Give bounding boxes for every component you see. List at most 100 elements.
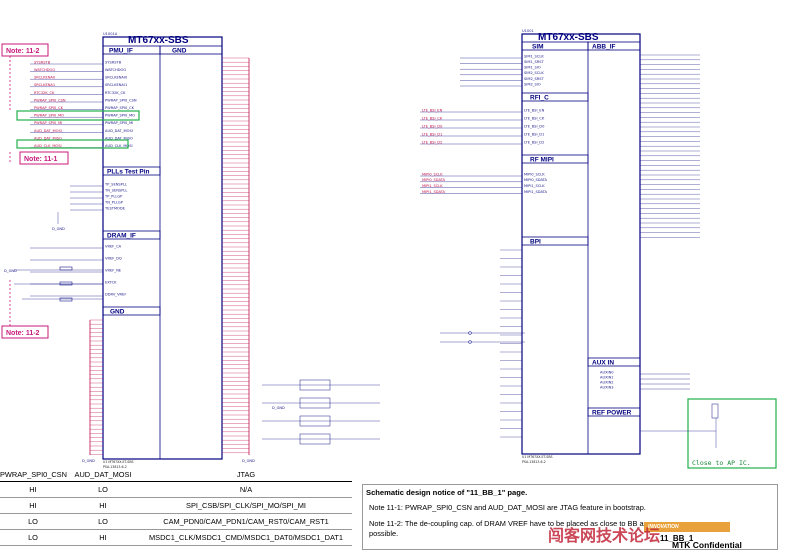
ref-power-label: REF POWER <box>592 410 632 417</box>
pll-pin-list: TP_SENSPLLTN_SENSPLLTP_PLLGPTN_PLLGPTEST… <box>70 182 127 210</box>
pin-label: SIM1_SIO <box>524 66 541 70</box>
pin-label: SIM2_SIO <box>524 82 541 86</box>
pin-label: RTC32K_CK <box>105 91 126 95</box>
title-block-brand: INNOVATION <box>644 522 730 532</box>
table-header-mosi: AUD_DAT_MOSI <box>74 470 132 479</box>
table-row: LO LO CAM_PDN0/CAM_PDN1/CAM_RST0/CAM_RST… <box>0 514 352 530</box>
pin-label: TN_PLLGP <box>104 200 124 204</box>
pin-label: AUXIN2 <box>600 380 614 384</box>
gnd-label-resistor: D_GND <box>272 406 285 410</box>
plls-header <box>102 166 161 176</box>
notice-title: Schematic design notice of "11_BB_1" pag… <box>366 488 528 497</box>
right-ic-title: MT67xx-SBS <box>538 32 599 43</box>
pin-label: PWRAP_SPI0_MI <box>105 121 133 125</box>
pin-label: AUD_DAT_MOSI <box>105 129 133 133</box>
close-to-ap-group: Close to AP IC. <box>640 398 777 469</box>
pin-label: LTE_BSI_D2 <box>524 140 544 144</box>
net-label: PWRAP_SPI0_MO <box>34 114 64 118</box>
highlight-aud-mosi <box>16 139 129 149</box>
pin-label: PWRAP_SPI0_CK <box>105 106 135 110</box>
note-11-2-box-bottom <box>1 325 49 339</box>
table-header-row: PWRAP_SPI0_CSN AUD_DAT_MOSI JTAG <box>0 468 352 482</box>
notice-note-11-2: Note 11-2: The de-coupling cap. of DRAM … <box>369 519 648 538</box>
left-ic-package: PSA-13813-6-2 <box>103 465 127 469</box>
table-row: HI LO N/A <box>0 482 352 498</box>
left-ic-title: MT67xx-SBS <box>128 35 189 46</box>
right-ic-part: U1 MT67XX-ET-SBS <box>522 455 552 459</box>
right-ic-package: PSA-13813-6-2 <box>522 460 546 464</box>
close-to-ap-box <box>687 398 777 469</box>
net-label: SYSRSTB <box>34 60 51 64</box>
note-markers-left: Note: 11-2 Note: 11-1 Note: 11-2 <box>1 43 140 339</box>
title-block-confidential: MTK Confidential <box>672 540 742 550</box>
pin-label: MIPI1_SCLK <box>524 184 545 188</box>
pin-label: MIPI0_SCLK <box>524 172 545 176</box>
pin-label: AUXIN0 <box>600 370 614 374</box>
gnd-label-pll: D_GND <box>52 227 65 231</box>
notice-note-11-1: Note 11-1: PWRAP_SPI0_CSN and AUD_DAT_MO… <box>369 503 646 512</box>
rfic-pin-list: LTE_BSI_ENLTE_BSI_ENLTE_BSI_CKLTE_BSI_CK… <box>420 108 545 144</box>
pin-label: AUXIN3 <box>600 385 614 389</box>
pin-label: AUXIN1 <box>600 375 614 379</box>
dram-if-label: DRAM_IF <box>107 233 136 240</box>
right-ic: U1001 MT67xx-SBS U1 MT67XX-ET-SBS PSA-13… <box>420 29 700 464</box>
pin-label: SIM1_SRST <box>524 60 545 64</box>
table-header-csn: PWRAP_SPI0_CSN <box>0 470 67 479</box>
gnd-bottom-header <box>102 306 161 316</box>
pin-label: VREF_NE <box>105 268 122 272</box>
pin-label: SYSRSTB <box>105 60 122 64</box>
table-cell: HI <box>29 485 37 494</box>
pin-label: SIM2_SCLK <box>524 71 544 75</box>
jtag-bootstrap-table: PWRAP_SPI0_CSN AUD_DAT_MOSI JTAG HI LO N… <box>0 468 352 546</box>
table-cell: LO <box>28 533 38 542</box>
pmu-pin-list: SYSRSTBSYSRSTBWATCHDOGWATCHDOGSRCLKENAI0… <box>30 60 137 148</box>
note-11-2-label-bottom: Note: 11-2 <box>6 330 40 337</box>
left-ic: U1001A MT67xx-SBS U1 MT67XX-ET-SBS PSA-1… <box>30 32 255 469</box>
table-cell: HI <box>29 501 37 510</box>
table-cell: MSDC1_CLK/MSDC1_CMD/MSDC1_DAT0/MSDC1_DAT… <box>149 533 343 542</box>
net-label: MIPI0_SDATA <box>422 178 446 182</box>
gnd-top-header <box>159 45 223 55</box>
pin-label: LTE_BSI_D1 <box>524 132 544 136</box>
pin-label: DDRV_VREF <box>105 292 126 296</box>
pin-label: LTE_BSI_D0 <box>524 124 545 128</box>
table-row: HI HI SPI_CSB/SPI_CLK/SPI_MO/SPI_MI <box>0 498 352 514</box>
bpi-pin-ticks <box>500 249 522 438</box>
table-row: LO HI MSDC1_CLK/MSDC1_CMD/MSDC1_DAT0/MSD… <box>0 530 352 546</box>
pin-label: TP_SENSPLL <box>104 182 127 186</box>
table-cell: CAM_PDN0/CAM_PDN1/CAM_RST0/CAM_RST1 <box>163 517 329 526</box>
gnd-pin-ticks-right <box>222 57 249 453</box>
pin-label: AUD_CLK_MOSI <box>105 144 133 148</box>
gnd-label-right: D_GND <box>242 459 255 463</box>
left-ic-part: U1 MT67XX-ET-SBS <box>103 460 133 464</box>
pin-label: TESTMODE <box>104 206 126 210</box>
highlight-pwrap-csn <box>16 110 140 121</box>
pin-label: MIPI0_SDATA <box>524 178 548 182</box>
table-cell: LO <box>28 517 38 526</box>
pin-label: SIM2_SRST <box>524 77 545 81</box>
sim-pin-list: SIM1_SCLKSIM1_SRSTSIM1_SIOSIM2_SCLKSIM2_… <box>460 54 545 86</box>
pin-label: PWRAP_SPI0_CSN <box>105 98 137 102</box>
net-label: LTE_BSI_D0 <box>422 124 443 128</box>
net-label: SRCLKENA0 <box>34 76 56 80</box>
net-label: PWRAP_SPI0_MI <box>34 121 62 125</box>
gnd-label-left: D_GND <box>82 459 95 463</box>
note-11-2-label-top: Note: 11-2 <box>6 48 40 55</box>
net-label: MIPI1_SCLK <box>422 184 443 188</box>
aux-in-label: AUX IN <box>592 360 614 367</box>
gnd-label-dram: D_GND <box>4 269 17 273</box>
left-ic-ref: U1001A <box>103 32 118 36</box>
pin-label: AUD_DAT_MISO <box>105 136 133 140</box>
sim-label: SIM <box>532 44 544 51</box>
pmu-if-label: PMU_IF <box>109 48 133 55</box>
bpi-label: BPI <box>530 239 541 246</box>
note-11-1-label: Note: 11-1 <box>24 156 58 163</box>
net-label: RTC32K_CK <box>34 91 55 95</box>
rf-mipi-label: RF MIPI <box>530 157 554 164</box>
net-label: LTE_BSI_D1 <box>422 132 442 136</box>
net-label: MIPI1_SDATA <box>422 190 446 194</box>
net-label: PWRAP_SPI0_CK <box>34 106 64 110</box>
